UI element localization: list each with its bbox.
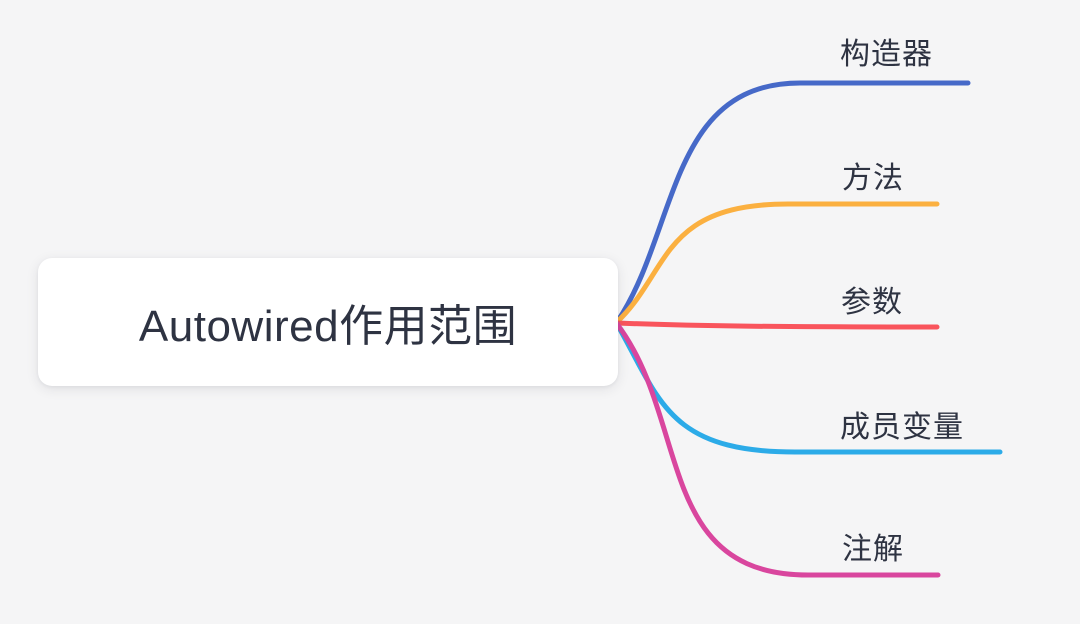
branch-curve-parameter — [614, 320, 940, 330]
branch-node-method[interactable]: 方法 — [842, 162, 904, 195]
root-node[interactable]: Autowired作用范围 — [38, 258, 618, 386]
root-node-label: Autowired作用范围 — [138, 302, 518, 351]
branch-node-parameter[interactable]: 参数 — [841, 286, 903, 319]
branch-node-annotation[interactable]: 注解 — [842, 533, 904, 566]
branch-node-constructor[interactable]: 构造器 — [840, 38, 933, 71]
branch-curve-constructor — [614, 80, 971, 325]
branch-node-member-variable[interactable]: 成员变量 — [840, 411, 964, 444]
